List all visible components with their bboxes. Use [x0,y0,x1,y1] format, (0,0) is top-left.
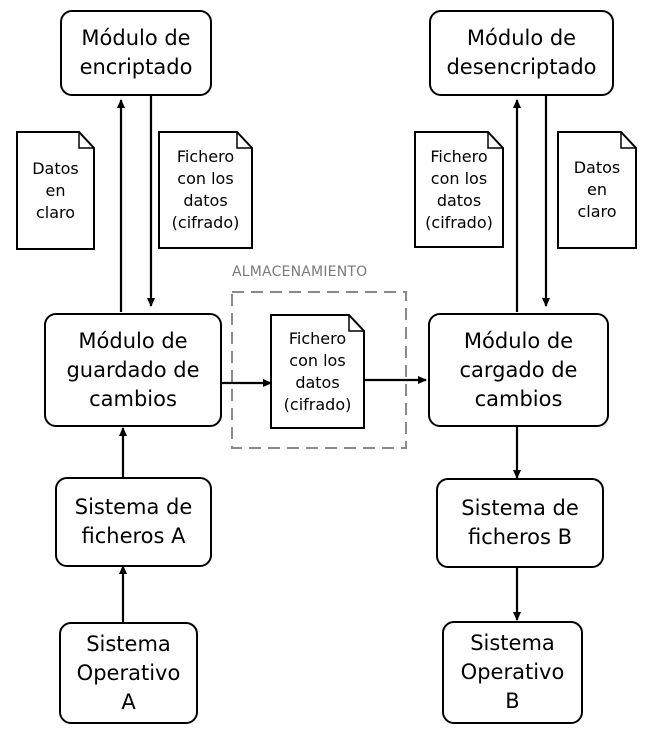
decrypt-module: Módulo de desencriptado [429,10,614,96]
document-icon [270,314,365,429]
encrypt-module: Módulo de encriptado [60,10,212,96]
filesystem-a: Sistema de ficheros A [55,477,212,567]
document-plain-data-right: Datos en claro [557,131,637,249]
document-icon [557,131,637,249]
document-ciphered-left: Fichero con los datos (cifrado) [158,131,253,249]
operating-system-a: Sistema Operativo A [59,622,198,724]
operating-system-b: Sistema Operativo B [442,621,583,724]
filesystem-b: Sistema de ficheros B [436,478,604,568]
document-icon [158,131,253,249]
document-icon [414,131,504,248]
document-icon [16,131,95,250]
document-plain-data-left: Datos en claro [16,131,95,250]
save-module: Módulo de guardado de cambios [44,313,222,427]
storage-region [231,291,407,449]
document-ciphered-right: Fichero con los datos (cifrado) [414,131,504,248]
storage-label: ALMACENAMIENTO [232,264,368,280]
load-module: Módulo de cargado de cambios [428,313,609,427]
document-stored-ciphered: Fichero con los datos (cifrado) [270,314,365,429]
